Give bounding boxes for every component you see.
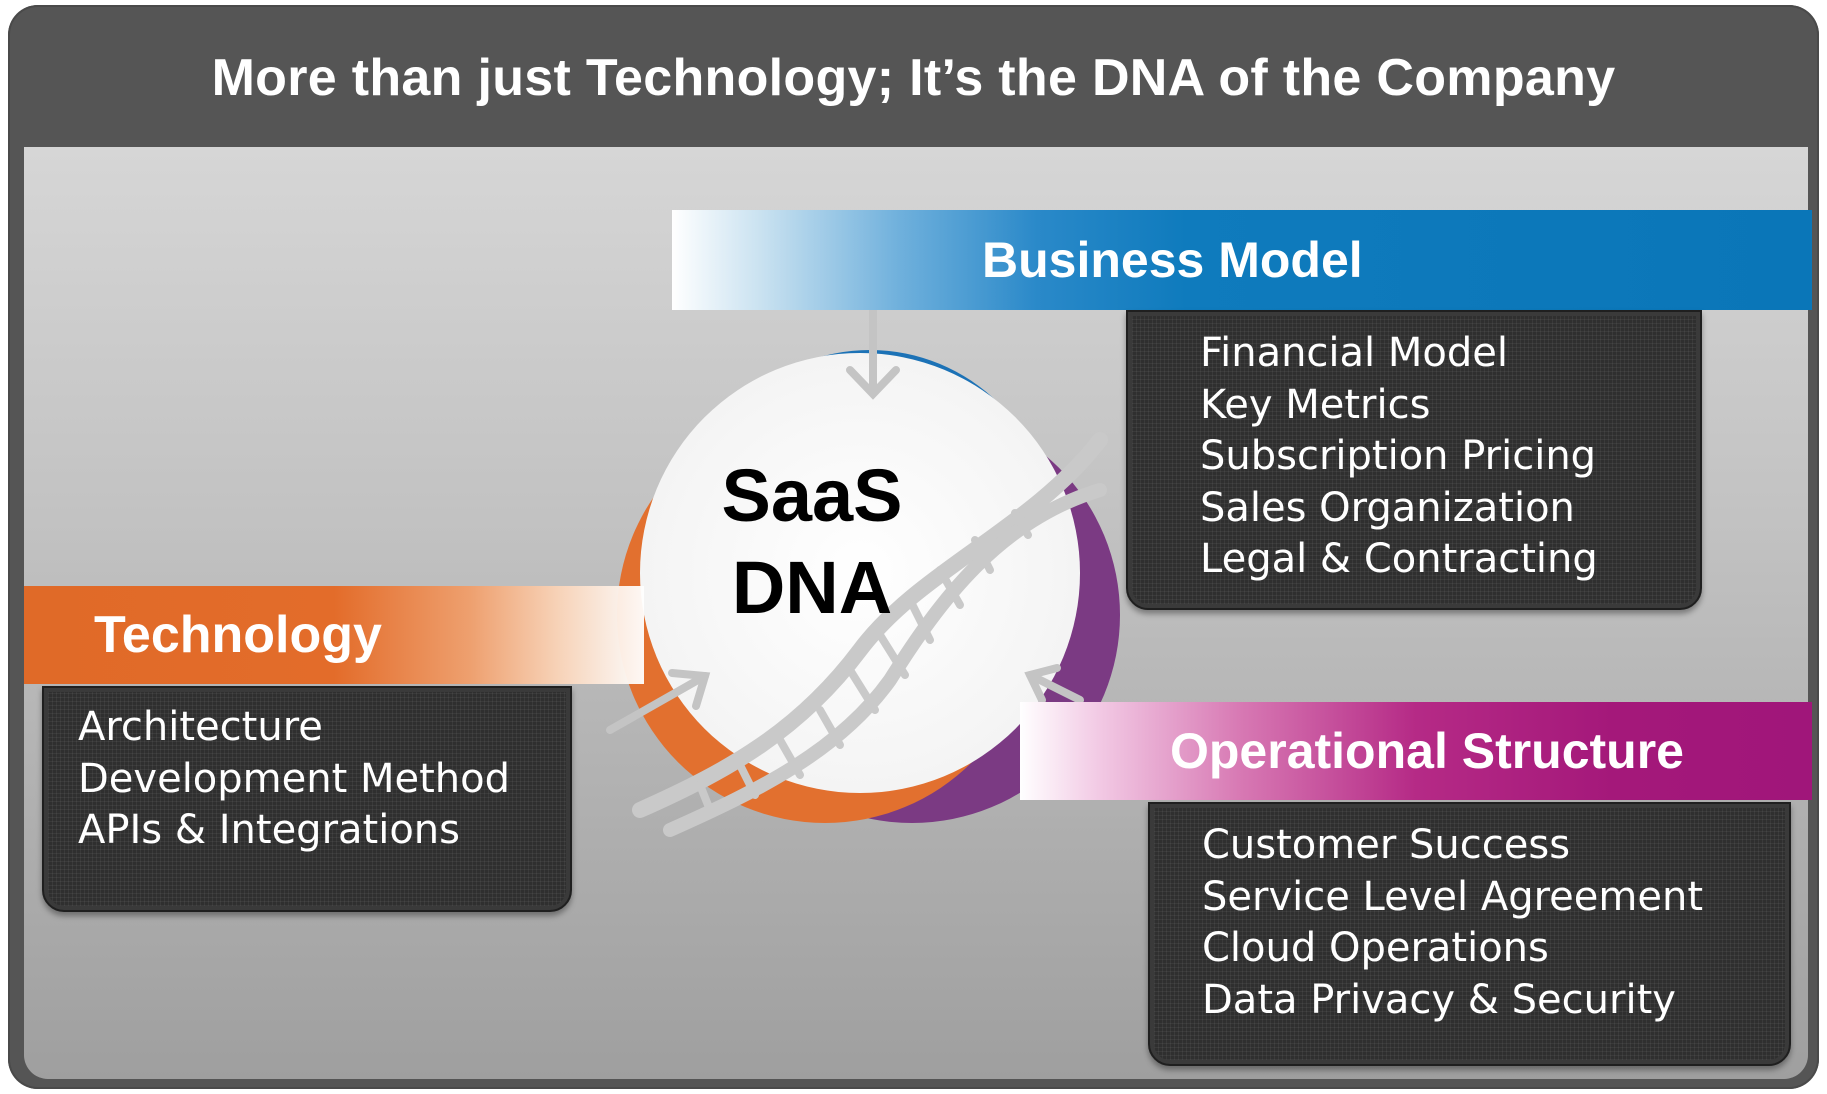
list-item: Legal & Contracting <box>1200 536 1598 582</box>
list-item: Cloud Operations <box>1202 925 1549 971</box>
saas-dna-ring <box>606 306 1120 837</box>
arrow-down-icon <box>846 306 900 400</box>
list-item: Service Level Agreement <box>1202 873 1703 920</box>
center-label-line1: SaaS <box>721 454 903 537</box>
center-label: SaaS DNA <box>700 450 924 634</box>
list-item: Customer Success <box>1202 822 1571 868</box>
list-item: Subscription Pricing <box>1200 433 1597 479</box>
operational-structure-box: Customer Success Service Level Agreement… <box>1148 802 1791 1066</box>
dna-helix-icon <box>632 432 1108 837</box>
list-item: Development Method <box>78 755 511 802</box>
business-model-box: Financial Model Key Metrics Subscription… <box>1126 310 1702 610</box>
operational-structure-banner: Operational Structure <box>1020 702 1812 800</box>
list-item: Sales Organization <box>1200 484 1575 531</box>
list-item: Architecture <box>78 704 323 750</box>
center-label-line2: DNA <box>731 546 893 629</box>
slide-title: More than just Technology; It’s the DNA … <box>211 49 1616 107</box>
white-core <box>640 353 1080 793</box>
technology-box: Architecture Development Method APIs & I… <box>42 686 572 912</box>
list-item: Financial Model <box>1200 330 1508 376</box>
arrow-up-right-icon <box>606 669 711 734</box>
arrow-up-left-icon <box>1024 664 1084 704</box>
list-item: Data Privacy & Security <box>1202 976 1676 1023</box>
list-item: Key Metrics <box>1200 381 1431 428</box>
business-model-banner: Business Model <box>672 210 1812 310</box>
technology-banner: Technology <box>24 586 644 684</box>
list-item: APIs & Integrations <box>78 807 460 853</box>
